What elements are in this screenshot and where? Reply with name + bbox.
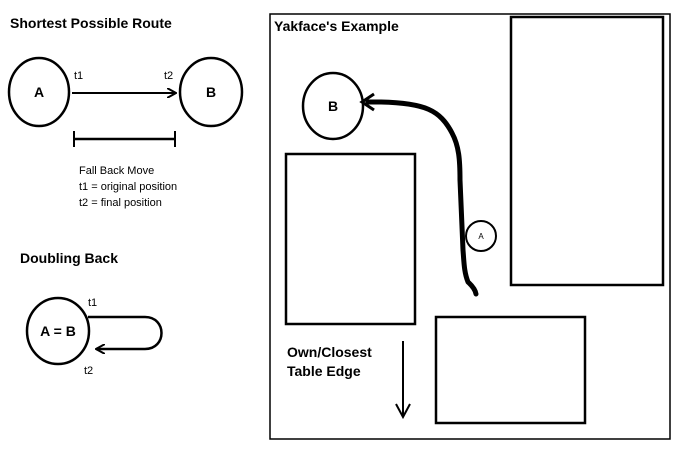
doubling-back-arrow bbox=[88, 315, 163, 349]
example-route-path bbox=[365, 99, 479, 297]
terrain-block-top-right bbox=[509, 15, 665, 287]
node-ab-circle bbox=[25, 296, 91, 366]
node-b-label: B bbox=[206, 84, 216, 100]
fall-back-move-bar bbox=[73, 131, 176, 147]
terrain-block-bottom bbox=[434, 315, 587, 425]
example-board-frame bbox=[269, 13, 671, 440]
node-ab-label: A = B bbox=[40, 323, 76, 339]
shortest-t2-label: t2 bbox=[164, 70, 173, 82]
doubling-back-title: Doubling Back bbox=[20, 250, 118, 266]
legend-line-2: t1 = original position bbox=[79, 181, 177, 193]
shortest-t1-label: t1 bbox=[74, 70, 83, 82]
legend-line-3: t2 = final position bbox=[79, 197, 162, 209]
example-node-a-circle bbox=[465, 220, 497, 252]
table-edge-arrow bbox=[395, 341, 411, 420]
example-node-b-circle bbox=[301, 71, 365, 141]
example-route-arrowhead bbox=[359, 92, 375, 112]
example-node-a-label: A bbox=[478, 232, 484, 241]
example-title: Yakface's Example bbox=[274, 18, 399, 34]
doubling-t2-label: t2 bbox=[84, 365, 93, 377]
node-b-circle bbox=[178, 56, 244, 128]
edge-label-line-2: Table Edge bbox=[287, 363, 361, 379]
doubling-t1-label: t1 bbox=[88, 297, 97, 309]
edge-label-line-1: Own/Closest bbox=[287, 344, 372, 360]
legend-line-1: Fall Back Move bbox=[79, 165, 154, 177]
node-a-circle bbox=[7, 56, 71, 128]
node-a-label: A bbox=[34, 84, 44, 100]
terrain-block-left bbox=[284, 152, 417, 326]
example-node-b-label: B bbox=[328, 98, 338, 114]
shortest-route-title: Shortest Possible Route bbox=[10, 15, 172, 31]
